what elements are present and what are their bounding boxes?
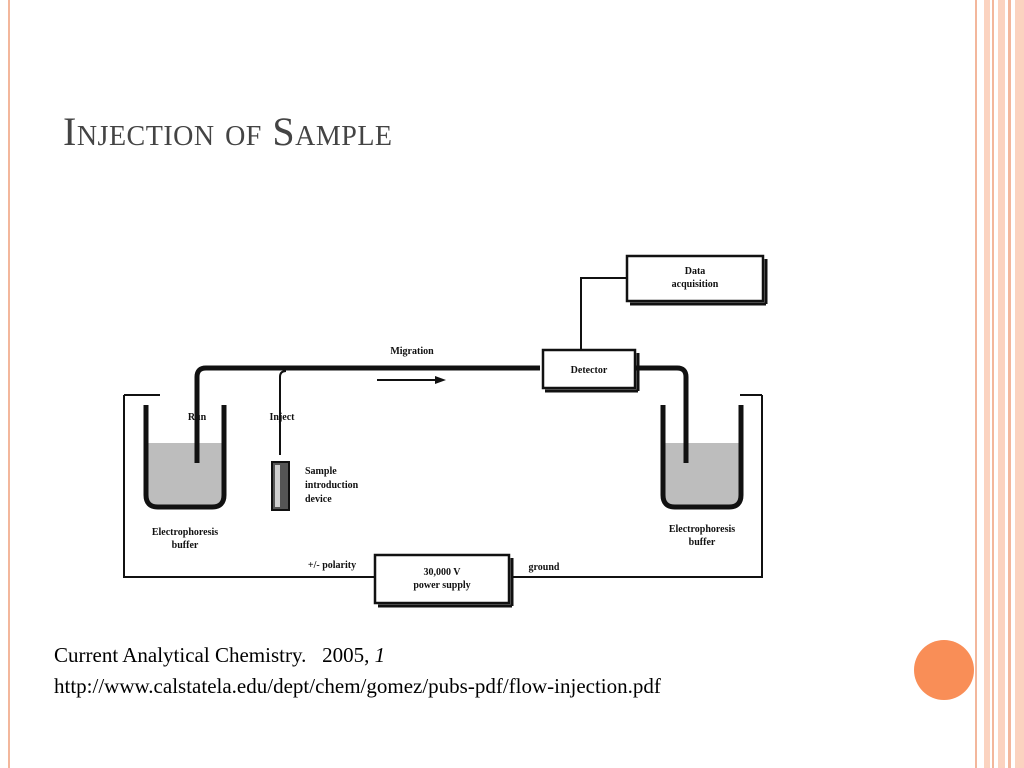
sample-label-1: Sample xyxy=(305,466,337,477)
left-buffer-beaker xyxy=(143,405,227,510)
inject-branch xyxy=(279,370,287,455)
citation-year: 2005, xyxy=(322,643,370,667)
sample-introduction-device xyxy=(271,461,290,511)
capillary-electrophoresis-diagram: Data acquisition Migration Detector Run … xyxy=(123,254,768,608)
citation-line-1: Current Analytical Chemistry. 2005, 1 xyxy=(54,640,661,671)
citation-url[interactable]: http://www.calstatela.edu/dept/chem/gome… xyxy=(54,674,661,698)
data-acquisition-box xyxy=(625,254,768,306)
circuit-wire xyxy=(123,394,763,578)
sample-label-3: device xyxy=(305,494,332,505)
data-acquisition-label-2: acquisition xyxy=(672,279,719,290)
decorative-stripes xyxy=(984,0,1024,768)
decorative-orange-circle xyxy=(914,640,974,700)
detector-data-wire xyxy=(580,277,627,350)
inject-label: Inject xyxy=(270,412,296,423)
migration-label: Migration xyxy=(390,346,434,357)
migration-arrow xyxy=(377,376,446,384)
data-acquisition-label-1: Data xyxy=(685,266,706,277)
power-supply-label-2: power supply xyxy=(413,580,470,591)
detector-box xyxy=(541,348,640,393)
left-buffer-label-2: buffer xyxy=(172,540,199,551)
slide-title: Injection of Sample xyxy=(63,109,393,154)
slide-frame xyxy=(8,0,977,768)
polarity-label: +/- polarity xyxy=(308,560,356,571)
capillary-tube xyxy=(194,365,689,463)
power-supply-box xyxy=(373,553,514,608)
sample-label-2: introduction xyxy=(305,480,359,491)
citation: Current Analytical Chemistry. 2005, 1 ht… xyxy=(54,640,661,702)
ground-label: ground xyxy=(529,562,560,573)
power-supply-label-1: 30,000 V xyxy=(423,567,461,578)
right-buffer-label-2: buffer xyxy=(689,537,716,548)
citation-volume: 1 xyxy=(374,643,386,667)
run-label: Run xyxy=(188,412,207,423)
left-buffer-label-1: Electrophoresis xyxy=(152,527,218,538)
right-buffer-beaker xyxy=(660,405,744,510)
detector-label: Detector xyxy=(571,365,608,376)
right-buffer-label-1: Electrophoresis xyxy=(669,524,735,535)
citation-journal: Current Analytical Chemistry. xyxy=(54,643,307,667)
